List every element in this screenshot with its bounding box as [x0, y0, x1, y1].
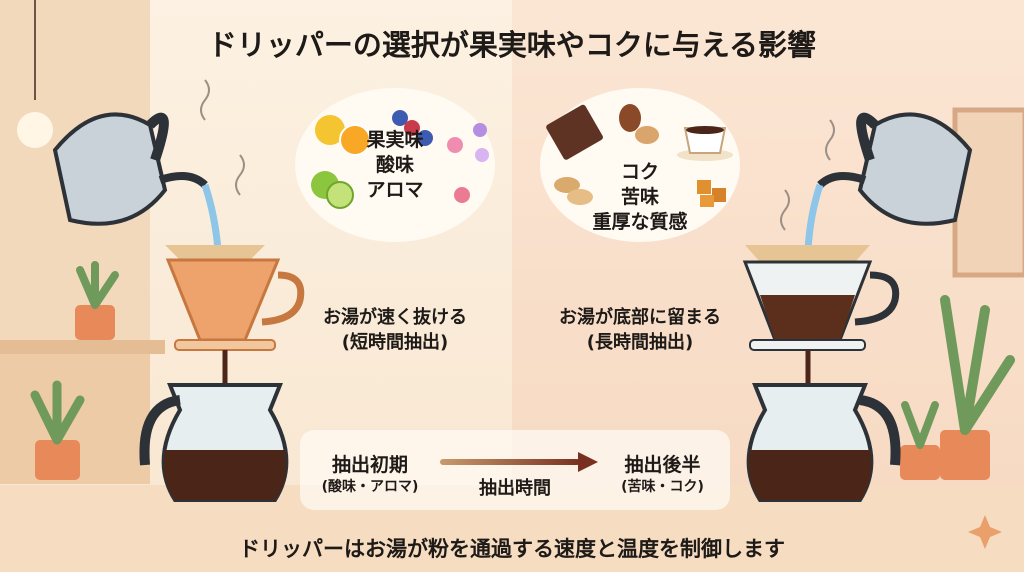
steam-icon	[780, 189, 790, 231]
flavor-label: アロマ	[366, 179, 424, 201]
lime-icon	[311, 171, 354, 209]
dripper-right-cone	[742, 245, 900, 395]
plant-icon	[900, 401, 940, 480]
steam-icon	[825, 119, 835, 161]
berries-icon	[392, 110, 433, 146]
steam-icon	[200, 79, 210, 121]
plant-icon	[30, 380, 85, 480]
carafe-left	[139, 383, 289, 502]
chocolate-icon	[546, 104, 603, 160]
flavor-label: コク	[620, 161, 659, 183]
peanut-icon	[554, 177, 593, 205]
flavor-list-right: コク 苦味 重厚な質感	[570, 160, 710, 235]
carafe-right	[746, 383, 901, 502]
kettle-left	[52, 112, 222, 251]
wall-frame	[952, 107, 1024, 278]
flavor-label: 苦味	[620, 186, 659, 208]
flow-description-right: お湯が底部に留まる (長時間抽出)	[530, 305, 750, 355]
timeline-arrow-icon	[440, 452, 598, 472]
timeline-start-sub: (酸味・アロマ)	[321, 479, 419, 495]
caramel-icon	[697, 180, 726, 207]
timeline-axis-label: 抽出時間	[479, 478, 551, 499]
flow-description-left: お湯が速く抜ける (短時間抽出)	[290, 305, 500, 355]
lamp-icon	[17, 0, 53, 148]
steam-icon	[235, 154, 245, 196]
flower-icon	[447, 123, 489, 203]
flavor-list-left: 果実味 酸味 アロマ	[335, 128, 455, 203]
kettle-right	[804, 112, 973, 251]
timeline-start-title: 抽出初期	[331, 454, 408, 476]
flavor-label: 重厚な質感	[592, 211, 688, 233]
dripper-left-cone	[165, 245, 305, 395]
flavor-label: 酸味	[375, 154, 414, 176]
flow-text: お湯が速く抜ける	[323, 307, 467, 328]
flow-text: お湯が底部に留まる	[559, 307, 721, 328]
extraction-timeline	[300, 430, 730, 510]
lemon-icon	[315, 115, 371, 156]
shelf	[0, 340, 165, 354]
plant-icon	[940, 295, 1015, 480]
caption: ドリッパーはお湯が粉を通過する速度と温度を制御します	[239, 537, 785, 561]
timeline-end-sub: (苦味・コク)	[621, 479, 704, 495]
flavor-label: 果実味	[366, 129, 424, 151]
plant-icon	[75, 261, 119, 340]
sparkle-icon	[968, 515, 1002, 549]
page-title: ドリッパーの選択が果実味やコクに与える影響	[207, 28, 817, 62]
coffee-cup-icon	[677, 126, 733, 161]
timeline-end-title: 抽出後半	[624, 454, 701, 476]
flow-subtext: (長時間抽出)	[586, 332, 694, 353]
hazelnut-icon	[619, 104, 659, 144]
flow-subtext: (短時間抽出)	[341, 332, 449, 353]
